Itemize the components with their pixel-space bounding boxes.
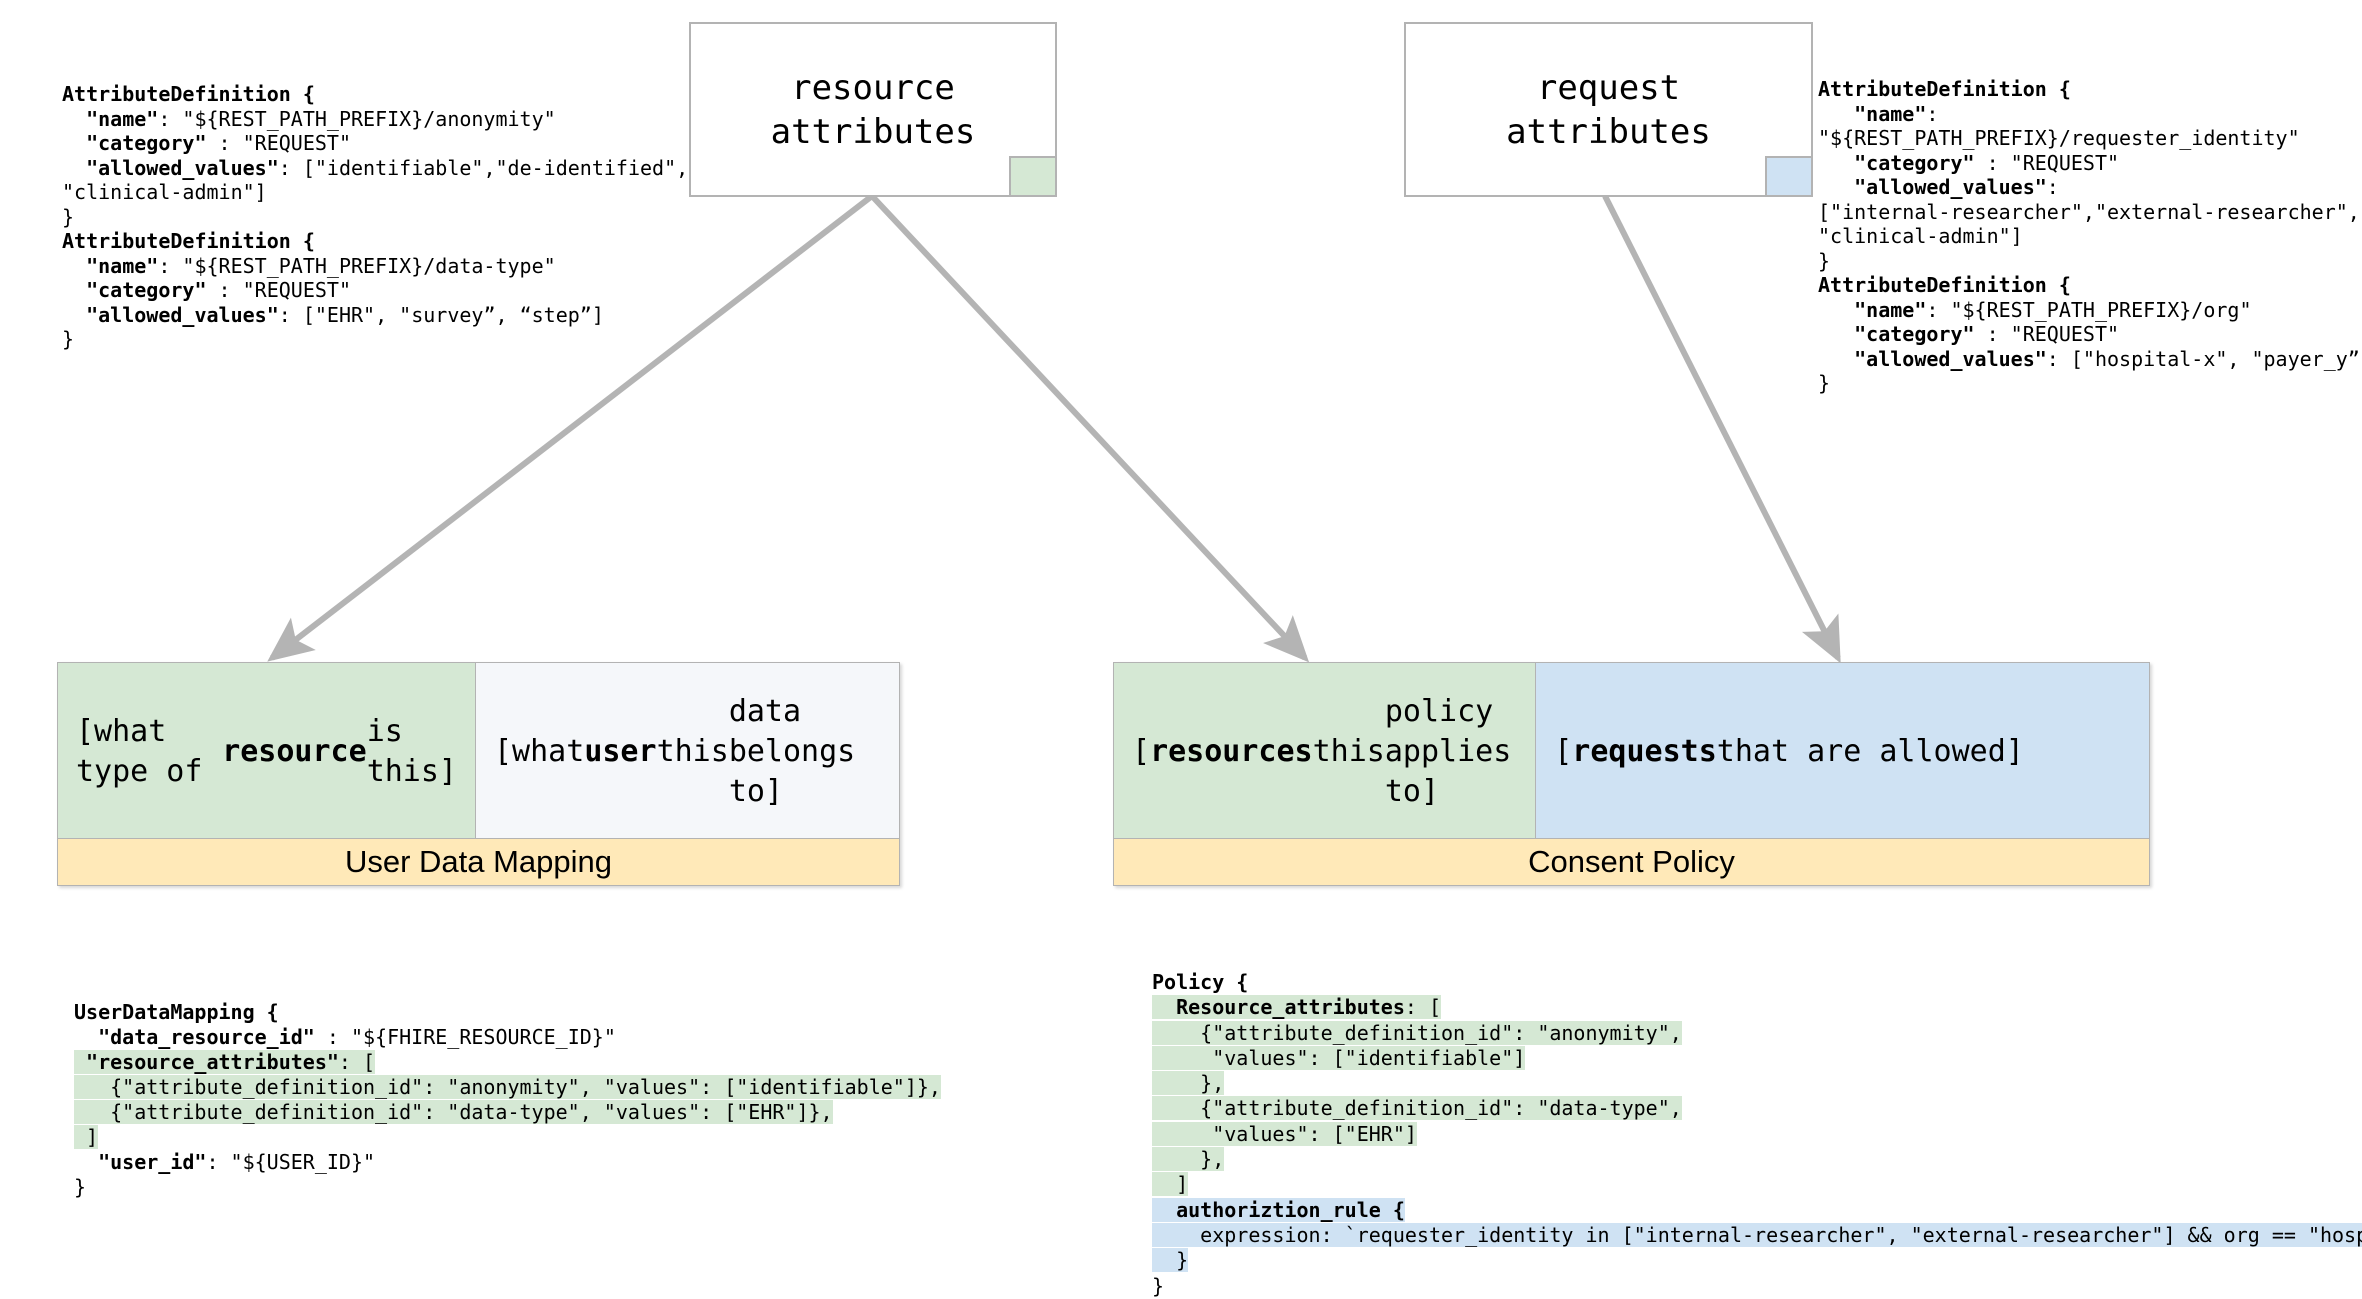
- code-line: "name": "${REST_PATH_PREFIX}/data-type": [62, 253, 556, 278]
- policy-requests-cell[interactable]: [requests that are allowed]: [1535, 663, 2149, 841]
- request-attributes-swatch: [1765, 156, 1811, 195]
- arrow-request-to-policy: [1602, 194, 1841, 664]
- code-line: "user_id": "${USER_ID}": [74, 1150, 376, 1174]
- resource-attributes-swatch: [1009, 156, 1055, 195]
- code-line: UserDataMapping {: [74, 1000, 279, 1024]
- code-line: }: [1818, 371, 1831, 395]
- code-line: "values": ["EHR"]: [1152, 1121, 1417, 1146]
- code-line: "category" : "REQUEST": [1818, 322, 2120, 346]
- code-line: "clinical-admin"]: [1818, 224, 2023, 248]
- code-line: Resource_attributes: [: [1152, 995, 1441, 1020]
- code-line: }: [1818, 248, 1831, 273]
- code-line: "allowed_values": ["hospital-x", "payer_…: [1818, 346, 2362, 371]
- code-line: Policy {: [1152, 970, 1249, 994]
- code-line: "category" : "REQUEST": [1818, 150, 2120, 175]
- resource-attributes-box[interactable]: resource attributes: [689, 22, 1057, 197]
- code-line: },: [1152, 1147, 1225, 1172]
- code-line: }: [1152, 1248, 1189, 1273]
- code-line: "resource_attributes": [: [74, 1050, 376, 1074]
- user-data-mapping-code: UserDataMapping { "data_resource_id" : "…: [74, 1000, 941, 1200]
- code-line: "name": "${REST_PATH_PREFIX}/org": [1818, 297, 2252, 322]
- code-line: authoriztion_rule {: [1152, 1197, 1405, 1222]
- code-line: AttributeDefinition {: [1818, 273, 2071, 297]
- code-line: "category" : "REQUEST": [62, 278, 351, 302]
- right-attribute-definitions: AttributeDefinition { "name":"${REST_PAT…: [1818, 77, 2362, 396]
- code-line: {"attribute_definition_id": "anonymity",: [1152, 1020, 1682, 1045]
- code-line: }: [62, 204, 75, 229]
- code-line: }: [62, 327, 75, 351]
- policy-label-bar: Consent Policy: [1114, 838, 2149, 885]
- code-line: AttributeDefinition {: [62, 229, 315, 253]
- code-line: },: [1152, 1071, 1225, 1096]
- code-line: AttributeDefinition {: [62, 82, 315, 106]
- arrow-resource-to-udm: [267, 193, 874, 662]
- code-line: AttributeDefinition {: [1818, 77, 2071, 101]
- code-line: "values": ["identifiable"]: [1152, 1045, 1526, 1070]
- udm-label: User Data Mapping: [344, 844, 613, 879]
- code-line: ]: [1152, 1172, 1189, 1197]
- resource-attributes-label: resource attributes: [770, 67, 976, 152]
- code-line: "allowed_values": ["EHR", "survey”, “ste…: [62, 302, 604, 327]
- request-attributes-box[interactable]: request attributes: [1404, 22, 1813, 197]
- code-line: expression: `requester_identity in ["int…: [1152, 1222, 2362, 1248]
- policy-code: Policy { Resource_attributes: [ {"attrib…: [1152, 970, 2362, 1299]
- udm-label-bar: User Data Mapping: [58, 838, 899, 885]
- code-line: "allowed_values": ["identifiable","de-id…: [62, 155, 689, 180]
- code-line: "allowed_values":: [1818, 175, 2059, 199]
- code-line: ["internal-researcher","external-researc…: [1818, 199, 2360, 224]
- arrow-resource-to-policy: [869, 193, 1310, 663]
- code-line: {"attribute_definition_id": "data-type",: [1152, 1096, 1682, 1121]
- code-line: ]: [74, 1125, 99, 1149]
- code-line: {"attribute_definition_id": "data-type",…: [74, 1100, 833, 1124]
- code-line: }: [74, 1175, 87, 1199]
- code-line: {"attribute_definition_id": "anonymity",…: [74, 1075, 941, 1099]
- code-line: }: [1152, 1273, 1165, 1298]
- code-line: "name":: [1818, 101, 1939, 126]
- code-line: "data_resource_id" : "${FHIRE_RESOURCE_I…: [74, 1025, 616, 1049]
- code-line: "clinical-admin"]: [62, 180, 267, 204]
- code-line: "${REST_PATH_PREFIX}/requester_identity": [1818, 126, 2300, 150]
- request-attributes-label: request attributes: [1506, 67, 1711, 152]
- code-line: "name": "${REST_PATH_PREFIX}/anonymity": [62, 106, 556, 131]
- code-line: "category" : "REQUEST": [62, 131, 351, 155]
- left-attribute-definitions: AttributeDefinition { "name": "${REST_PA…: [62, 82, 688, 352]
- policy-label: Consent Policy: [1528, 844, 1735, 879]
